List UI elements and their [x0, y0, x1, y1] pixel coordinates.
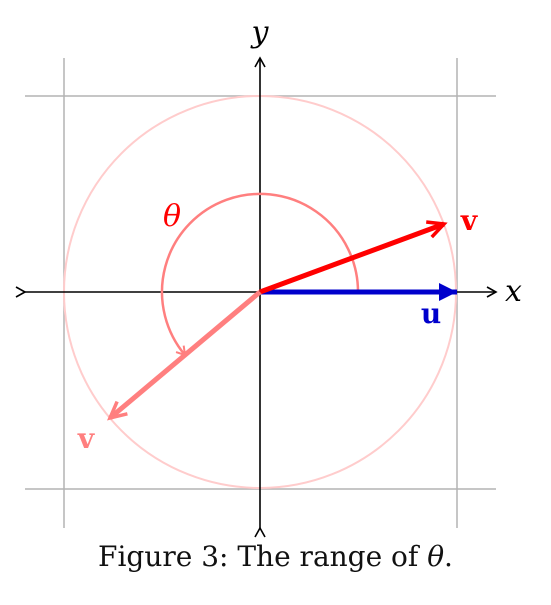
- vector-v-rotated-arrow: [107, 290, 262, 421]
- vector-v-arrow: [259, 220, 448, 295]
- vector-v-label: v: [460, 204, 478, 237]
- caption-prefix: Figure 3: The range of: [98, 540, 428, 573]
- caption-theta-symbol: θ: [427, 540, 445, 573]
- x-axis-label: x: [505, 274, 522, 309]
- figure-caption: Figure 3: The range of θ.: [0, 540, 551, 573]
- vector-v-rotated-label: v: [77, 422, 95, 455]
- theta-arc: [160, 192, 360, 357]
- theta-label: θ: [163, 199, 181, 234]
- vector-u-label: u: [421, 297, 441, 330]
- caption-suffix: .: [444, 540, 453, 573]
- y-axis-label: y: [250, 15, 270, 50]
